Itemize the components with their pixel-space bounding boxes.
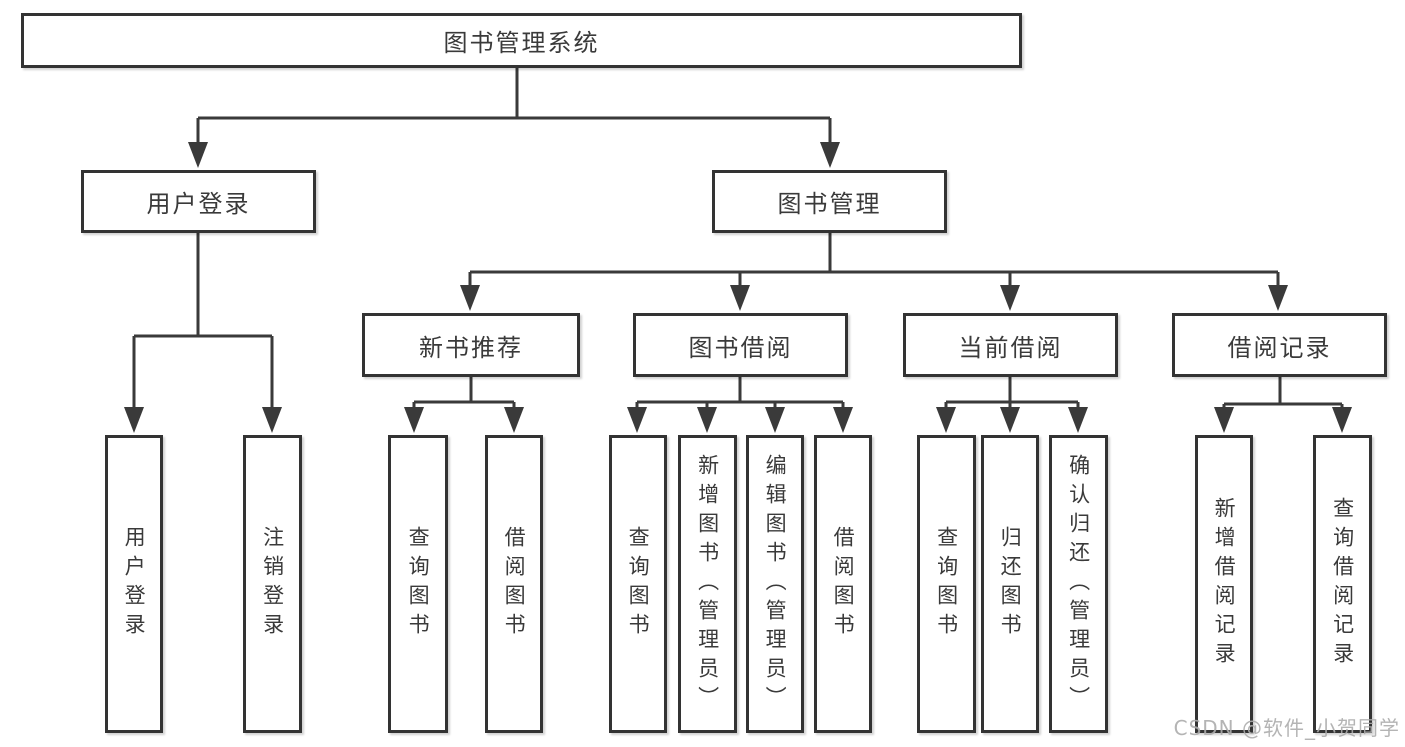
leaf-query-books-recommend: 查询图书 [388, 435, 448, 733]
connector-records-to-leaves [1222, 377, 1344, 409]
connector-root-to-level2 [196, 68, 832, 144]
node-root-system: 图书管理系统 [21, 13, 1022, 68]
node-user-login-label: 用户登录 [146, 190, 251, 218]
node-current-borrow: 当前借阅 [903, 313, 1118, 377]
connector-borrow-to-leaves [635, 377, 845, 409]
leaf-add-books-admin: 新增图书（管理员） [678, 435, 737, 733]
csdn-watermark: CSDN @软件_小贺同学 [1173, 716, 1400, 740]
leaf-borrow-books-recommend: 借阅图书 [485, 435, 543, 733]
leaf-edit-books-admin-label: 编辑图书（管理员） [763, 453, 788, 715]
leaf-borrow-books-borrow: 借阅图书 [814, 435, 872, 733]
leaf-add-borrow-record: 新增借阅记录 [1195, 435, 1253, 733]
node-current-borrow-label: 当前借阅 [958, 333, 1063, 362]
connector-bookmgmt-to-level3 [468, 233, 1280, 287]
node-book-management: 图书管理 [712, 170, 947, 233]
leaf-add-borrow-record-label: 新增借阅记录 [1212, 497, 1237, 671]
leaf-query-books-current-label: 查询图书 [934, 526, 959, 642]
node-book-borrow: 图书借阅 [633, 313, 848, 377]
leaf-confirm-return-admin-label: 确认归还（管理员） [1066, 453, 1091, 715]
leaf-query-books-recommend-label: 查询图书 [406, 526, 431, 642]
node-root-label: 图书管理系统 [443, 29, 600, 57]
connector-recommend-to-leaves [412, 377, 516, 409]
leaf-logout: 注销登录 [243, 435, 302, 733]
connector-current-to-leaves [944, 377, 1080, 409]
arrowheads [124, 142, 1352, 433]
node-borrow-records: 借阅记录 [1172, 313, 1387, 377]
leaf-query-borrow-record: 查询借阅记录 [1313, 435, 1372, 733]
leaf-return-books-label: 归还图书 [998, 526, 1023, 642]
leaf-user-login-label: 用户登录 [122, 526, 147, 642]
leaf-edit-books-admin: 编辑图书（管理员） [746, 435, 804, 733]
leaf-query-books-current: 查询图书 [917, 435, 976, 733]
node-new-book-recommend-label: 新书推荐 [419, 333, 523, 362]
leaf-borrow-books-borrow-label: 借阅图书 [831, 526, 856, 642]
leaf-query-books-borrow: 查询图书 [609, 435, 667, 733]
node-book-management-label: 图书管理 [777, 190, 882, 218]
node-borrow-records-label: 借阅记录 [1227, 333, 1332, 362]
leaf-add-books-admin-label: 新增图书（管理员） [695, 453, 720, 715]
leaf-query-books-borrow-label: 查询图书 [626, 526, 651, 642]
node-new-book-recommend: 新书推荐 [362, 313, 580, 377]
leaf-borrow-books-recommend-label: 借阅图书 [502, 526, 527, 642]
leaf-user-login: 用户登录 [105, 435, 163, 733]
leaf-query-borrow-record-label: 查询借阅记录 [1330, 497, 1355, 671]
node-book-borrow-label: 图书借阅 [688, 333, 793, 362]
node-user-login: 用户登录 [81, 170, 316, 233]
connector-userlogin-to-leaves [132, 233, 274, 409]
leaf-return-books: 归还图书 [981, 435, 1039, 733]
leaf-logout-label: 注销登录 [260, 526, 285, 642]
leaf-confirm-return-admin: 确认归还（管理员） [1049, 435, 1108, 733]
